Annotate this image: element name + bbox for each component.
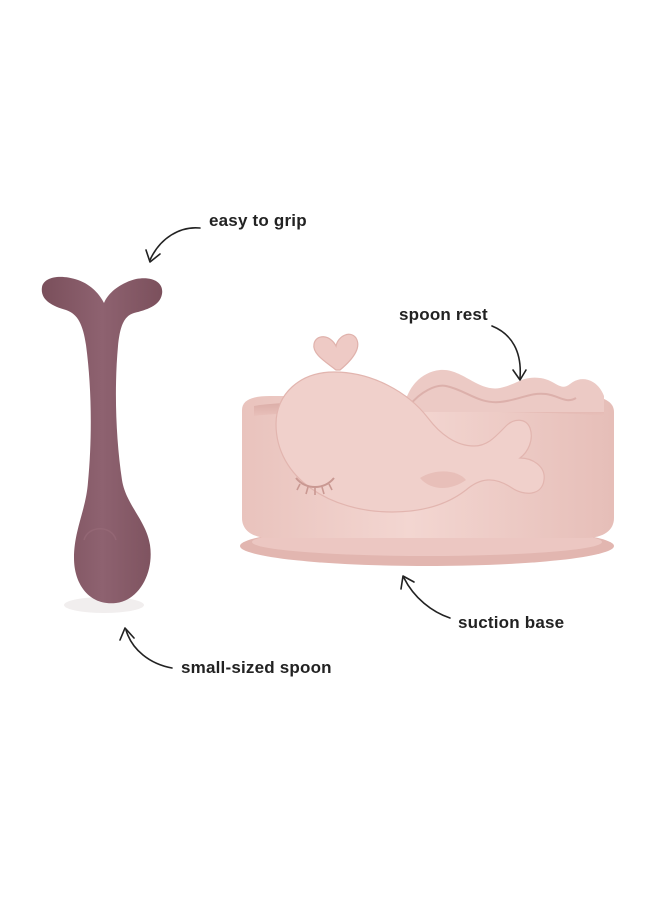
arrow-small-spoon <box>125 629 173 669</box>
spoon-rest-label: spoon rest <box>399 305 488 324</box>
whale-decoration <box>275 333 545 513</box>
spoon <box>41 276 163 613</box>
small-sized-spoon-label: small-sized spoon <box>181 658 332 677</box>
annotation-arrows <box>119 227 527 669</box>
easy-to-grip-label: easy to grip <box>209 211 307 230</box>
bowl <box>240 333 614 566</box>
arrow-spoon-rest <box>491 325 522 379</box>
spoon-rest-wave <box>405 369 604 412</box>
spoon-body <box>41 276 163 604</box>
suction-base-label: suction base <box>458 613 565 632</box>
arrow-grip <box>149 227 201 261</box>
arrow-suction-base <box>403 577 451 619</box>
